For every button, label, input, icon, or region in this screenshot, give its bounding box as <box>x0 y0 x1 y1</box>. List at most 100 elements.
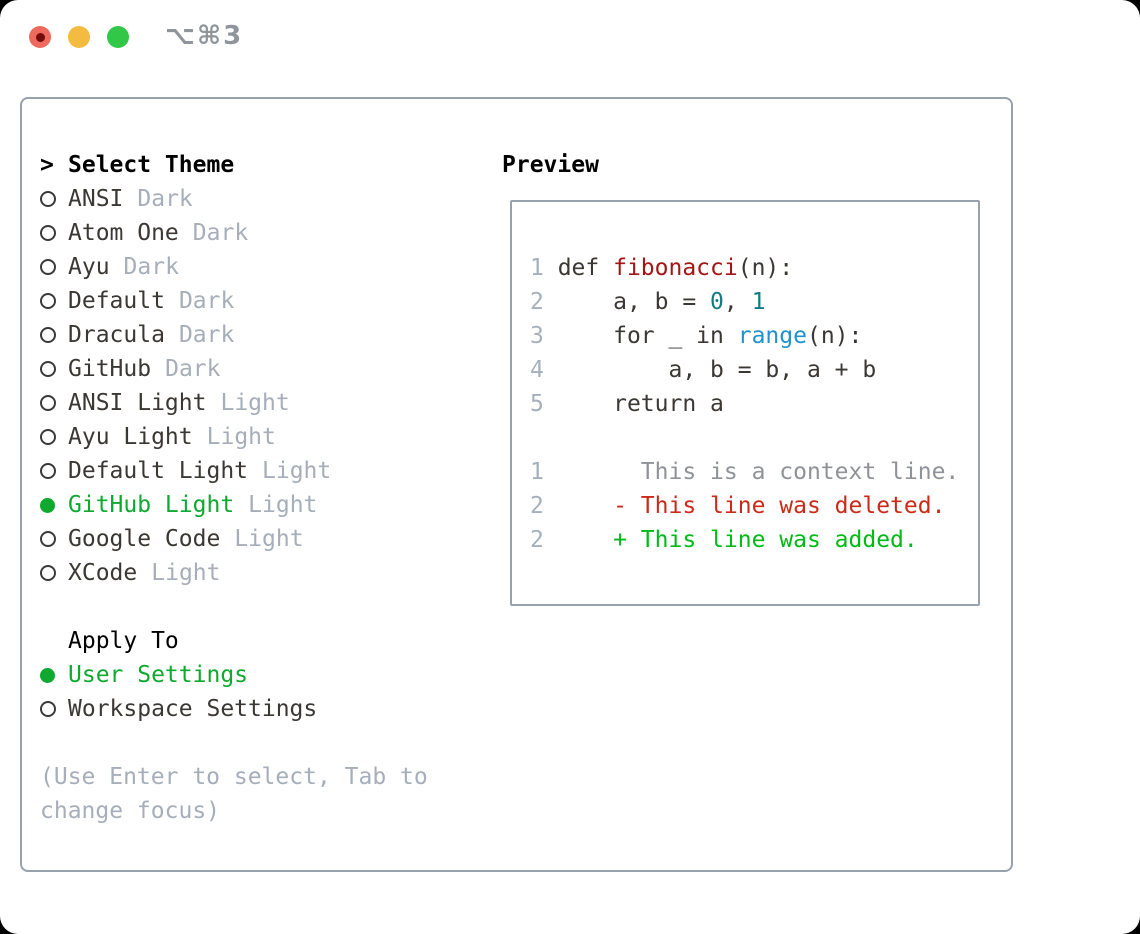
diff-line: 2 + This line was added. <box>530 523 978 557</box>
radio-circle <box>40 259 56 275</box>
code-token: def <box>557 255 614 281</box>
radio-circle <box>40 463 56 479</box>
theme-variant: Dark <box>137 186 193 212</box>
apply-option[interactable]: Workspace Settings <box>40 692 480 726</box>
code-line: 2 a, b = 0, 1 <box>530 285 978 319</box>
theme-variant: Light <box>206 424 276 450</box>
close-dot-icon <box>35 32 45 42</box>
theme-name: GitHub Light <box>68 492 235 518</box>
code-line: 4 a, b = b, a + b <box>530 353 978 387</box>
code-token: a, b = b, a + b <box>557 357 877 383</box>
code-token: a, b = <box>557 289 711 315</box>
window-title-shortcut: ⌥⌘3 <box>165 21 244 51</box>
radio-circle <box>40 293 56 309</box>
apply-to-header: Apply To <box>68 628 179 654</box>
radio-circle <box>40 361 56 377</box>
line-number: 1 <box>530 255 558 281</box>
theme-name: ANSI <box>68 186 124 212</box>
theme-variant: Light <box>248 492 318 518</box>
code-token: , <box>723 289 752 315</box>
theme-option[interactable]: Dracula Dark <box>40 318 480 352</box>
theme-variant: Dark <box>165 356 221 382</box>
radio-icon <box>40 259 68 275</box>
theme-option[interactable]: Default Dark <box>40 284 480 318</box>
spacer <box>40 590 480 624</box>
radio-circle <box>40 497 55 513</box>
line-number: 1 <box>530 459 558 485</box>
theme-option[interactable]: ANSI Dark <box>40 182 480 216</box>
code-token: 0 <box>710 289 724 315</box>
apply-option[interactable]: User Settings <box>40 658 480 692</box>
code-token: return a <box>557 391 724 417</box>
radio-circle <box>40 531 56 547</box>
diff-line: 1 This is a context line. <box>530 455 978 489</box>
radio-circle <box>40 225 56 241</box>
radio-circle <box>40 327 56 343</box>
theme-variant: Dark <box>192 220 249 246</box>
theme-name: GitHub <box>68 356 152 382</box>
radio-circle <box>40 667 55 683</box>
theme-option[interactable]: GitHub Dark <box>40 352 480 386</box>
theme-variant: Light <box>151 560 221 586</box>
theme-variant: Dark <box>178 322 235 348</box>
radio-icon <box>40 361 68 377</box>
diff-line: 2 - This line was deleted. <box>530 489 978 523</box>
theme-name: XCode <box>68 560 138 586</box>
radio-icon <box>40 565 68 581</box>
code-line: 5 return a <box>530 387 978 421</box>
radio-selected-icon <box>40 667 68 683</box>
preview-title: Preview <box>502 152 599 178</box>
theme-option[interactable]: Ayu Light Light <box>40 420 480 454</box>
radio-icon <box>40 327 68 343</box>
theme-name: Ayu <box>68 254 110 280</box>
radio-icon <box>40 225 68 241</box>
minimize-button[interactable] <box>68 26 90 48</box>
radio-selected-icon <box>40 497 68 513</box>
radio-icon <box>40 293 68 309</box>
theme-option[interactable]: Ayu Dark <box>40 250 480 284</box>
theme-name: Default <box>68 288 165 314</box>
theme-option[interactable]: GitHub Light Light <box>40 488 480 522</box>
code-token: for _ in <box>557 323 738 349</box>
radio-icon <box>40 531 68 547</box>
theme-variant: Light <box>262 458 332 484</box>
line-number: 2 <box>530 289 558 315</box>
code-token: (n): <box>806 323 863 349</box>
select-theme-title: Select Theme <box>68 152 235 178</box>
theme-name: Google Code <box>68 526 221 552</box>
zoom-button[interactable] <box>107 26 129 48</box>
radio-icon <box>40 463 68 479</box>
code-token: fibonacci <box>613 255 738 281</box>
diff-text: This is a context line. <box>557 459 960 485</box>
code-token: (n): <box>737 255 794 281</box>
code-token: 1 <box>751 289 766 315</box>
diff-text: + This line was added. <box>557 527 918 553</box>
line-number: 2 <box>530 493 558 519</box>
theme-name: Ayu Light <box>68 424 193 450</box>
line-number: 2 <box>530 527 558 553</box>
theme-variant: Dark <box>123 254 179 280</box>
radio-icon <box>40 701 68 717</box>
code-line: 1 def fibonacci(n): <box>530 251 978 285</box>
theme-variant: Dark <box>178 288 235 314</box>
theme-variant: Light <box>234 526 304 552</box>
keyboard-hint: (Use Enter to select, Tab to change focu… <box>40 764 428 824</box>
diff-text: - This line was deleted. <box>557 493 946 519</box>
diff-preview: 1 This is a context line.2 - This line w… <box>530 455 978 557</box>
apply-option-label: Workspace Settings <box>68 696 318 722</box>
close-button[interactable] <box>29 26 51 48</box>
titlebar: ⌥⌘3 <box>0 0 1140 75</box>
radio-icon <box>40 395 68 411</box>
radio-circle <box>40 395 56 411</box>
blank-line <box>530 421 978 455</box>
theme-option[interactable]: Google Code Light <box>40 522 480 556</box>
theme-option[interactable]: XCode Light <box>40 556 480 590</box>
theme-name: Dracula <box>68 322 165 348</box>
